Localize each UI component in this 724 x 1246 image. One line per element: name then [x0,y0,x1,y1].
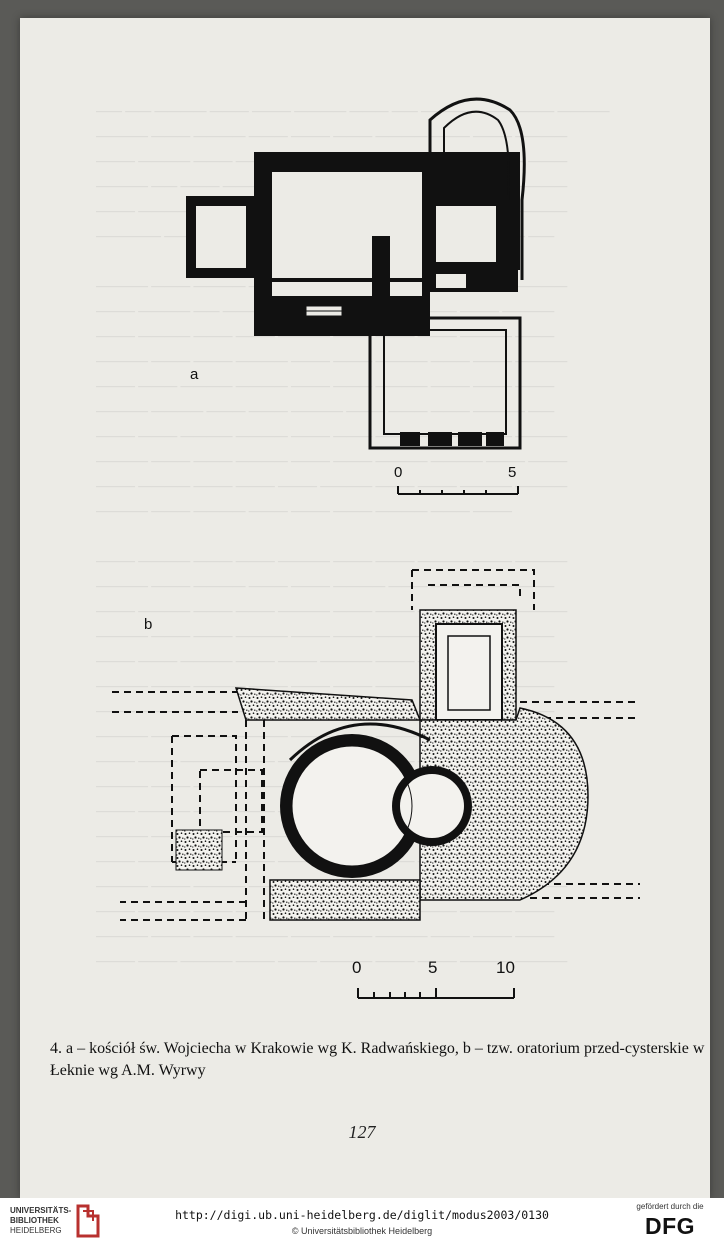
figure-caption: 4. a – kościół św. Wojciecha w Krakowie … [50,1040,705,1079]
figure-b-scale-end: 10 [496,958,515,977]
figure-a-scale-start: 0 [394,464,403,481]
figure-b-scale-mid: 5 [428,958,438,977]
figure-b-scale-start: 0 [352,958,362,977]
paper-sheet: —— —— ———— ——— ——— ———— ——— —— ——————— —… [20,18,710,1198]
copyright-notice: © Universitätsbibliothek Heidelberg [291,1226,433,1236]
figure-a-label: a [190,366,199,383]
footer: UNIVERSITÄTS- BIBLIOTHEK HEIDELBERG http… [0,1198,724,1246]
dfg-logo: DFG [644,1213,696,1239]
figure-b-label: b [144,616,153,633]
figure-a-plan [186,97,526,495]
library-logo-line: UNIVERSITÄTS- [10,1206,72,1215]
library-logo-icon [76,1204,100,1238]
document-url-link[interactable]: http://digi.ub.uni-heidelberg.de/diglit/… [175,1208,549,1222]
library-logo-line: BIBLIOTHEK [10,1216,59,1225]
funded-by-text: gefördert durch die [636,1202,704,1211]
library-logo-text: UNIVERSITÄTS- BIBLIOTHEK HEIDELBERG [10,1206,71,1236]
library-logo-line: HEIDELBERG [10,1226,62,1235]
figure-b-plan [112,569,640,999]
figure-a-scale-end: 5 [508,464,517,481]
page-number: 127 [348,1122,376,1142]
